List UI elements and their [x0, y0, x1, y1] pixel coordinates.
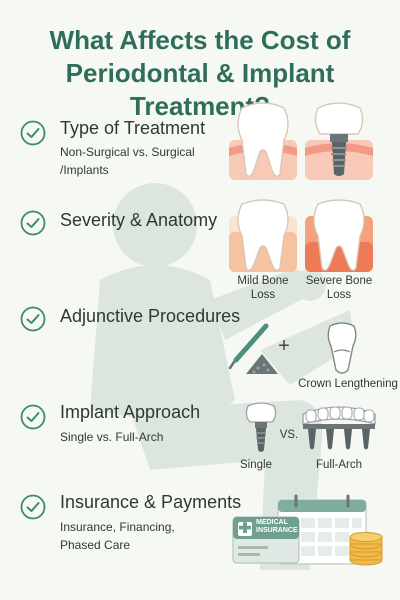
item-title-adjunctive: Adjunctive Procedures: [60, 306, 241, 326]
subtitle-line: /Implants: [60, 163, 109, 177]
label-line: Loss: [250, 289, 276, 301]
label-line: Severe Bone: [305, 275, 373, 287]
full-arch-implant-icon: [302, 406, 376, 450]
dental-implant-icon: [305, 102, 373, 180]
title-line-1: What Affects the Cost of: [49, 25, 351, 55]
mild-bone-loss-label: Mild Bone Loss: [228, 274, 298, 302]
check-circle-icon: [20, 120, 46, 146]
subtitle-line: Non-Surgical vs. Surgical: [60, 145, 195, 159]
crown-lengthening-label: Crown Lengthening: [298, 378, 398, 390]
item-title-severity: Severity & Anatomy: [60, 210, 218, 230]
check-circle-icon: [20, 306, 46, 332]
single-label: Single: [240, 459, 272, 471]
severe-bone-loss-icon: [305, 199, 373, 272]
subtitle-line: Single vs. Full-Arch: [60, 430, 164, 444]
natural-tooth-icon: [229, 102, 297, 180]
card-line: MEDICAL: [256, 519, 288, 526]
label-line: Mild Bone: [237, 275, 289, 287]
full-arch-label: Full-Arch: [315, 459, 362, 471]
item-subtitle-implant-approach: Single vs. Full-Arch: [60, 428, 163, 446]
label-line: Loss: [326, 289, 352, 301]
mild-bone-loss-icon: [229, 199, 297, 272]
subtitle-line: Insurance, Financing,: [60, 520, 175, 534]
crown-lengthening-tooth-icon: [327, 322, 357, 374]
item-title-implant-approach: Implant Approach: [60, 402, 201, 422]
card-line: INSURANCE: [256, 527, 298, 534]
insurance-card-text: MEDICAL INSURANCE: [256, 519, 300, 535]
item-subtitle-insurance: Insurance, Financing, Phased Care: [60, 518, 175, 554]
coin-stack-icon: [349, 532, 383, 566]
single-implant-icon: [245, 402, 277, 452]
plus-symbol: +: [278, 335, 290, 357]
item-title-treatment-type: Type of Treatment: [60, 118, 206, 138]
check-circle-icon: [20, 210, 46, 236]
item-subtitle-treatment-type: Non-Surgical vs. Surgical /Implants: [60, 143, 195, 179]
bone-graft-tool-icon: [228, 323, 278, 374]
check-circle-icon: [20, 404, 46, 430]
vs-text: VS.: [279, 429, 299, 441]
subtitle-line: Phased Care: [60, 538, 131, 552]
insurance-card-icon: [232, 516, 300, 564]
item-title-insurance: Insurance & Payments: [60, 492, 242, 512]
severe-bone-loss-label: Severe Bone Loss: [300, 274, 378, 302]
check-circle-icon: [20, 494, 46, 520]
